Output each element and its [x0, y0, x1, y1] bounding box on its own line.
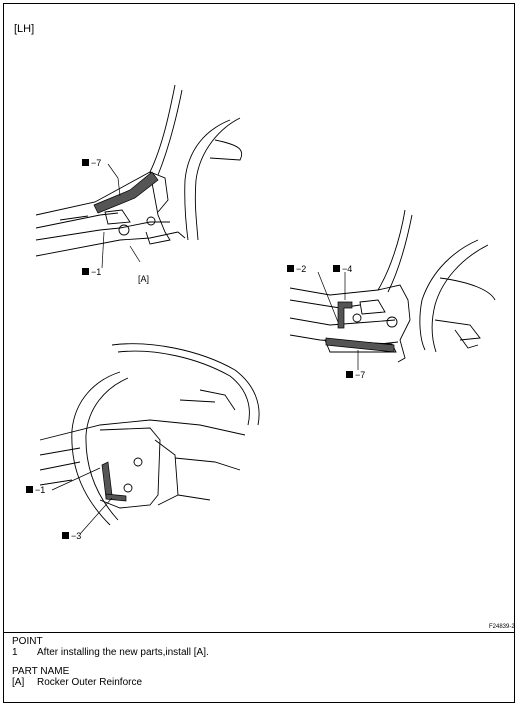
- part-item-text: Rocker Outer Reinforce: [37, 677, 143, 688]
- view-2-drawing: [289, 209, 496, 363]
- callout-box-icon: [26, 486, 33, 493]
- view-1-leaders: [101, 163, 141, 269]
- repair-illustration: −7 −1 [A] −2 −4 −7: [26, 84, 496, 541]
- callout-view3-1: −1: [35, 485, 45, 495]
- callout-box-icon: [333, 265, 340, 272]
- callout-box-icon: [82, 268, 89, 275]
- point-item: 1 After installing the new parts,install…: [12, 647, 209, 658]
- callout-view2-7: −7: [355, 370, 365, 380]
- view-3-leaders: [51, 467, 113, 535]
- view-3-drawing: [39, 343, 260, 526]
- notes-divider: [3, 632, 515, 633]
- callout-box-icon: [82, 159, 89, 166]
- point-heading: POINT: [12, 636, 43, 647]
- point-item-text: After installing the new parts,install […: [37, 647, 209, 658]
- callout-view1-7: −7: [91, 158, 101, 168]
- callout-view2-2: −2: [296, 264, 306, 274]
- callout-view3-3: −3: [71, 531, 81, 541]
- side-label: [LH]: [14, 23, 35, 35]
- view-3-weld-strips: [101, 461, 127, 502]
- callout-view2-4: −4: [342, 264, 352, 274]
- callout-box-icon: [62, 532, 69, 539]
- part-item: [A] Rocker Outer Reinforce: [12, 677, 209, 688]
- part-item-key: [A]: [12, 677, 25, 688]
- view-2-leaders: [317, 271, 359, 370]
- point-item-number: 1: [12, 647, 18, 658]
- view-1-drawing: [35, 84, 243, 257]
- callout-box-icon: [346, 371, 353, 378]
- page-frame: [3, 3, 515, 703]
- part-name-heading: PART NAME: [12, 666, 70, 677]
- notes-panel: POINT 1 After installing the new parts,i…: [12, 636, 209, 688]
- view-2-weld-strips: [325, 301, 395, 353]
- callout-view1-1: −1: [91, 267, 101, 277]
- view-1-weld-strip: [93, 171, 159, 214]
- figure-id: F24839-2: [489, 624, 515, 630]
- callout-view1-ref: [A]: [138, 274, 149, 284]
- callout-box-icon: [287, 265, 294, 272]
